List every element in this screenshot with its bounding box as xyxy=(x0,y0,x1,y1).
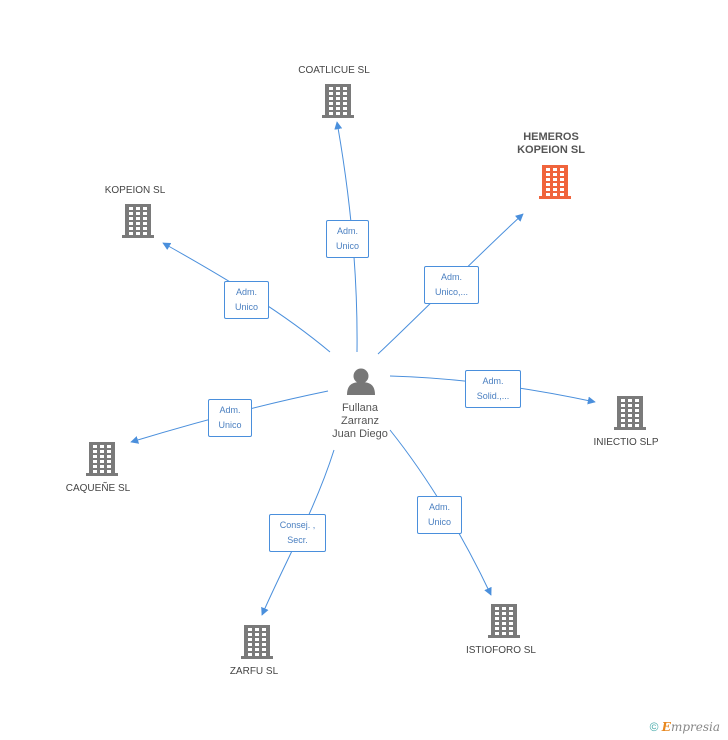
company-label-kopeion[interactable]: KOPEION SL xyxy=(104,185,166,196)
company-label-hemeros[interactable]: HEMEROS KOPEION SL xyxy=(500,131,602,157)
relation-label[interactable]: Adm. Unico xyxy=(326,220,369,258)
building-icon[interactable] xyxy=(241,625,273,659)
copyright-icon: © xyxy=(649,720,659,734)
relation-label[interactable]: Adm. Unico,... xyxy=(424,266,479,304)
relation-label-line: Adm. xyxy=(440,272,462,282)
building-icon[interactable] xyxy=(539,165,571,199)
company-label-zarfu[interactable]: ZARFU SL xyxy=(229,666,279,677)
relation-label[interactable]: Adm. Unico xyxy=(208,399,252,437)
person-name-line: Fullana xyxy=(341,402,379,414)
brand-initial: E xyxy=(661,720,671,734)
relation-label[interactable]: Adm. Unico xyxy=(417,496,462,534)
person-name[interactable]: Fullana Zarranz Juan Diego xyxy=(312,402,408,441)
relation-label-line: Adm. xyxy=(428,502,450,512)
relation-label-line: Adm. xyxy=(219,405,241,415)
relation-label-line: Adm. xyxy=(482,376,504,386)
building-icon[interactable] xyxy=(86,442,118,476)
relation-label[interactable]: Consej. , Secr. xyxy=(269,514,326,552)
company-label-coatlicue[interactable]: COATLICUE SL xyxy=(298,65,370,76)
relation-label-line: Unico xyxy=(218,420,242,430)
company-label-line: KOPEION SL xyxy=(517,144,585,156)
brand-logo: Empresia xyxy=(662,720,720,734)
company-label-iniectio[interactable]: INIECTIO SLP xyxy=(593,437,659,448)
relation-label-line: Unico xyxy=(427,517,451,527)
relation-label-line: Unico xyxy=(234,302,258,312)
building-icon[interactable] xyxy=(488,604,520,638)
footer-brand[interactable]: © Empresia xyxy=(650,720,720,734)
relation-label-line: Unico,... xyxy=(434,287,468,297)
relation-label-line: Solid.,... xyxy=(476,391,510,401)
relation-label-line: Consej. , xyxy=(279,520,316,530)
relation-label[interactable]: Adm. Unico xyxy=(224,281,269,319)
relation-label-line: Adm. xyxy=(336,226,358,236)
person-name-line: Juan Diego xyxy=(332,428,388,440)
relation-label-line: Secr. xyxy=(287,535,308,545)
building-icon[interactable] xyxy=(614,396,646,430)
brand-text: mpresia xyxy=(670,720,720,734)
relation-label[interactable]: Adm. Solid.,... xyxy=(465,370,521,408)
relation-label-line: Unico xyxy=(335,241,359,251)
person-icon[interactable] xyxy=(347,368,375,396)
edges xyxy=(130,121,596,616)
company-label-istioforo[interactable]: ISTIOFORO SL xyxy=(465,645,536,656)
relation-label-line: Adm. xyxy=(235,287,257,297)
person-name-line: Zarranz xyxy=(341,415,379,427)
buildings xyxy=(86,84,646,659)
company-label-line: HEMEROS xyxy=(523,131,579,143)
company-label-caquene[interactable]: CAQUEÑE SL xyxy=(65,483,131,494)
building-icon[interactable] xyxy=(322,84,354,118)
building-icon[interactable] xyxy=(122,204,154,238)
